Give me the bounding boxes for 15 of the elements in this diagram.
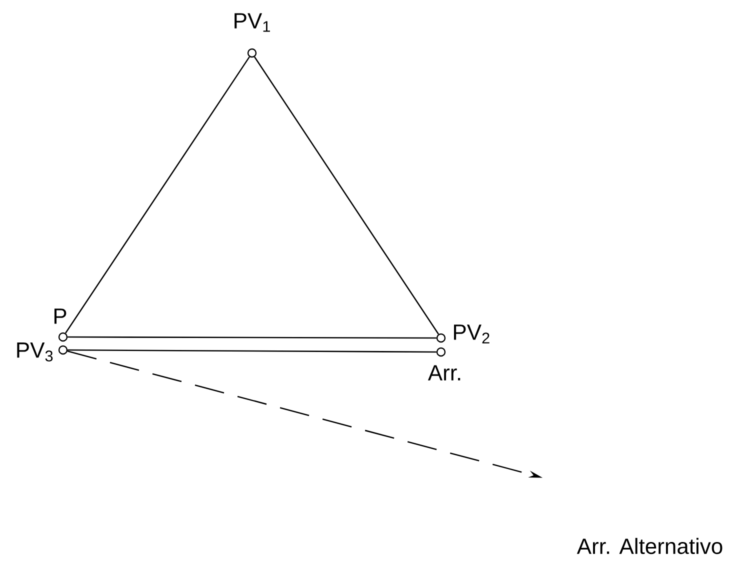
point-label: PV$_{3}$ [17,342,53,362]
point-label: PV$_{2}$ [454,324,490,344]
connecting-line [254,56,439,335]
connecting-line [65,56,250,334]
station-circle [58,332,68,342]
point-label: PV$_{1}$ [234,13,270,32]
point-label: Arr. [428,365,460,380]
station-circle [58,345,68,355]
station-circle [247,48,257,58]
point-label: P [54,308,66,324]
station-circle [436,333,446,343]
station-circle [436,347,446,357]
connecting-line [68,336,436,339]
node-label: Arr. Alternativo [576,538,722,554]
connecting-line [68,349,436,353]
